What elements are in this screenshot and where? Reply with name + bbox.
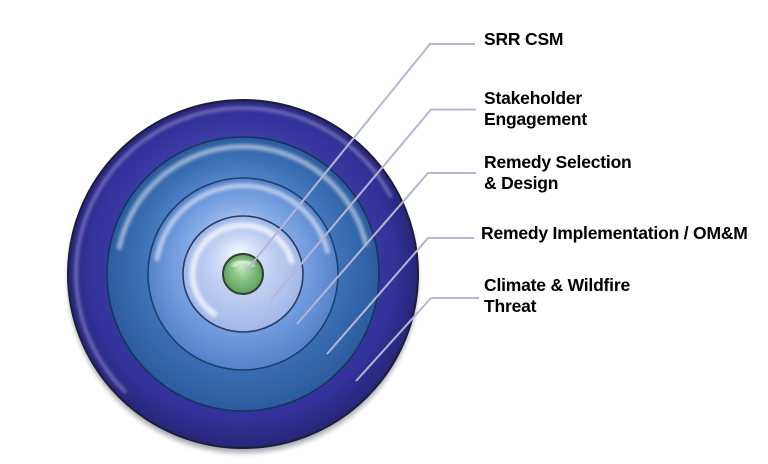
diagram-label-srr-csm: SRR CSM [484,29,564,50]
ring-gloss-highlight [74,106,393,394]
label-line: Remedy Selection [484,152,632,172]
leader-line-stakeholder-engagement [270,108,476,301]
leader-line-remedy-implementation-omm [326,237,474,355]
label-line: Remedy Implementation / OM&M [481,223,748,243]
leader-line-climate-wildfire-threat [355,297,479,382]
diagram-label-stakeholder-engagement: Stakeholder Engagement [484,88,587,130]
label-line: SRR CSM [484,29,564,49]
diagram-label-remedy-selection-design: Remedy Selection & Design [484,152,632,194]
label-line: Stakeholder [484,88,582,108]
ring-gloss-highlight [231,259,255,268]
label-line: Climate & Wildfire [484,275,630,295]
label-line: Engagement [484,109,588,129]
diagram-label-climate-wildfire-threat: Climate & Wildfire Threat [484,275,630,317]
diagram-label-remedy-implementation-omm: Remedy Implementation / OM&M [481,223,748,244]
leader-line-srr-csm [245,43,475,272]
label-line: & Design [484,173,559,193]
ring-gloss-highlight [116,144,369,250]
label-line: Threat [484,296,537,316]
leader-line-remedy-selection-design [296,172,476,325]
ring-gloss-highlight [154,183,330,262]
